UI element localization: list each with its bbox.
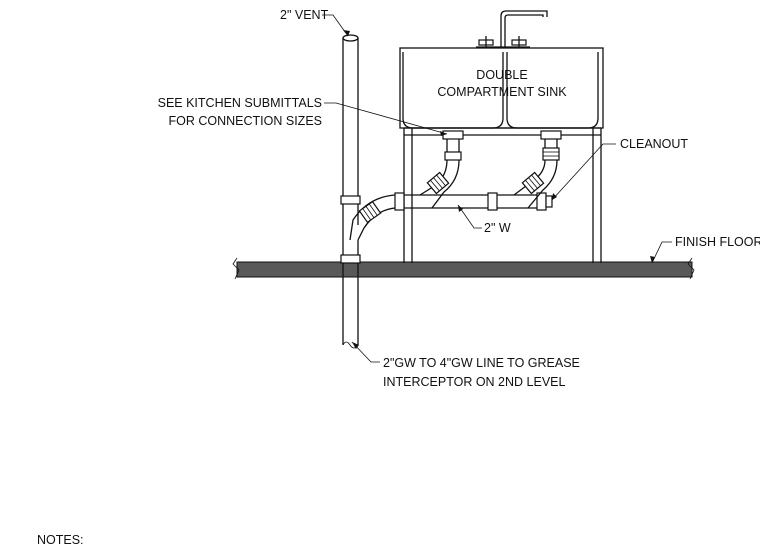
submittals-label-line2: FOR CONNECTION SIZES (169, 114, 322, 128)
grease-line-label-2: INTERCEPTOR ON 2ND LEVEL (383, 375, 566, 389)
grease-line-label-1: 2"GW TO 4"GW LINE TO GREASE (383, 356, 580, 370)
sink-label-line2: COMPARTMENT SINK (437, 85, 567, 99)
left-sink-trap (419, 130, 464, 209)
vent-label: 2" VENT (280, 8, 329, 22)
cleanout-label: CLEANOUT (620, 137, 688, 151)
submittals-label-line1: SEE KITCHEN SUBMITTALS (158, 96, 322, 110)
leader-lines (322, 14, 672, 363)
waste-line (349, 192, 553, 241)
finish-floor-label: FINISH FLOOR (675, 235, 760, 249)
double-compartment-sink (399, 10, 604, 129)
vent-stack (340, 34, 361, 349)
sink-label-line1: DOUBLE (476, 68, 527, 82)
right-sink-trap (513, 130, 562, 209)
finish-floor-slab (232, 257, 695, 280)
waste-line-label: 2" W (484, 221, 511, 235)
notes-label: NOTES: (37, 533, 84, 547)
faucet-icon (476, 10, 548, 48)
